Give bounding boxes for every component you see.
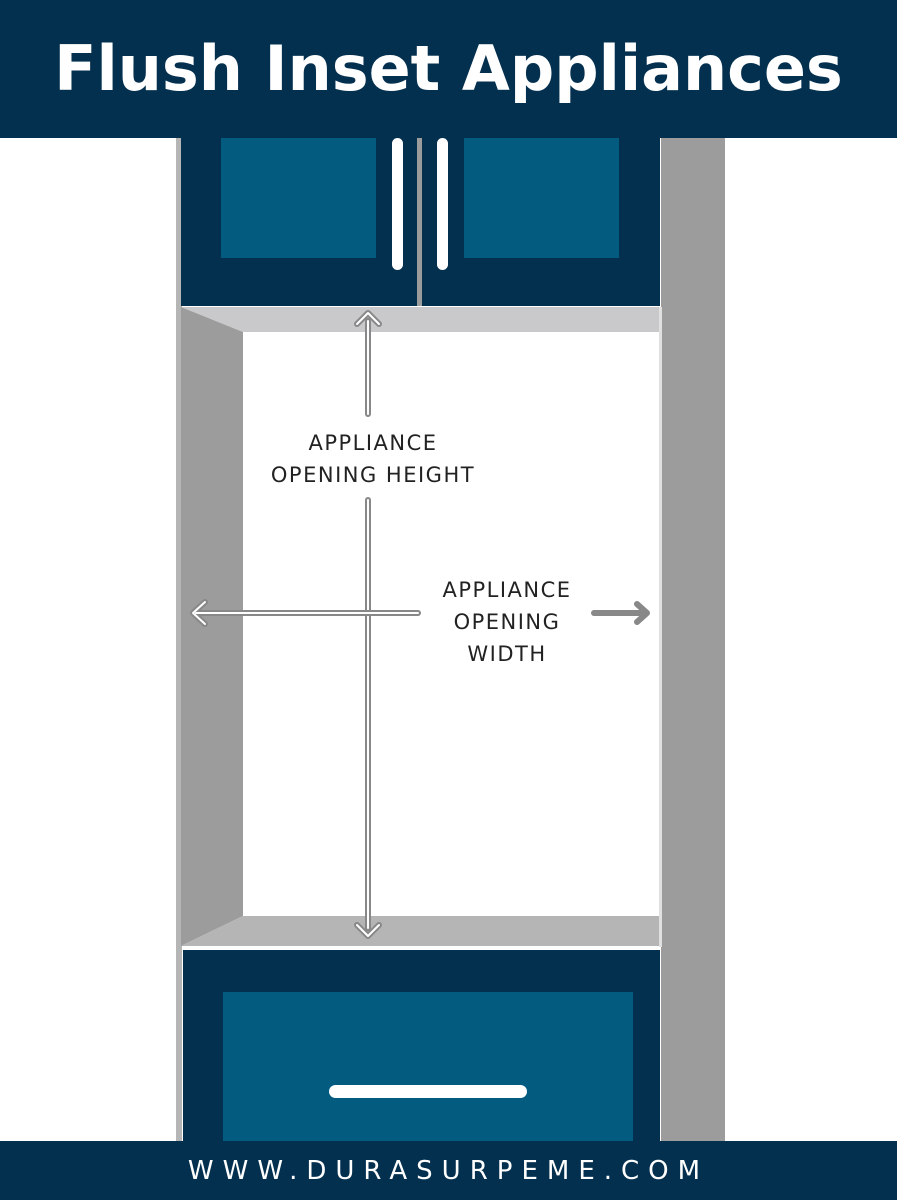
opening-bottom-shelf [181,916,661,946]
header-banner: Flush Inset Appliances [0,0,897,138]
lower-drawer-handle [329,1085,527,1098]
cabinet-left-edge [176,138,182,1141]
opening-left-wall [181,307,243,946]
upper-right-door-handle [437,138,448,270]
footer-banner: WWW.DURASURPEME.COM [0,1141,897,1200]
upper-door-divider [417,138,422,306]
footer-url[interactable]: WWW.DURASURPEME.COM [187,1155,710,1186]
width-arrow-core [192,601,419,625]
opening-top-shelf [181,307,661,332]
cabinet-right-panel [661,138,725,1141]
opening-height-label-line2: OPENING HEIGHT [270,463,476,487]
opening-width-label-line2: OPENING [453,610,561,634]
opening-width-label-line1: APPLIANCE [442,578,572,602]
upper-left-door-handle [392,138,403,270]
opening-height-label-line1: APPLIANCE [308,431,438,455]
upper-left-door-panel [221,138,376,258]
opening-right-edge [659,307,662,947]
opening-back-wall [243,332,661,916]
width-arrow-right-fill [594,612,640,614]
opening-width-label-line3: WIDTH [467,642,547,666]
opening-width-label: APPLIANCE OPENING WIDTH [418,574,596,670]
page-title: Flush Inset Appliances [54,32,843,105]
upper-right-door-panel [464,138,619,258]
height-arrow-core [356,312,380,937]
lower-drawer-panel [223,992,633,1141]
opening-height-label: APPLIANCE OPENING HEIGHT [250,427,496,491]
